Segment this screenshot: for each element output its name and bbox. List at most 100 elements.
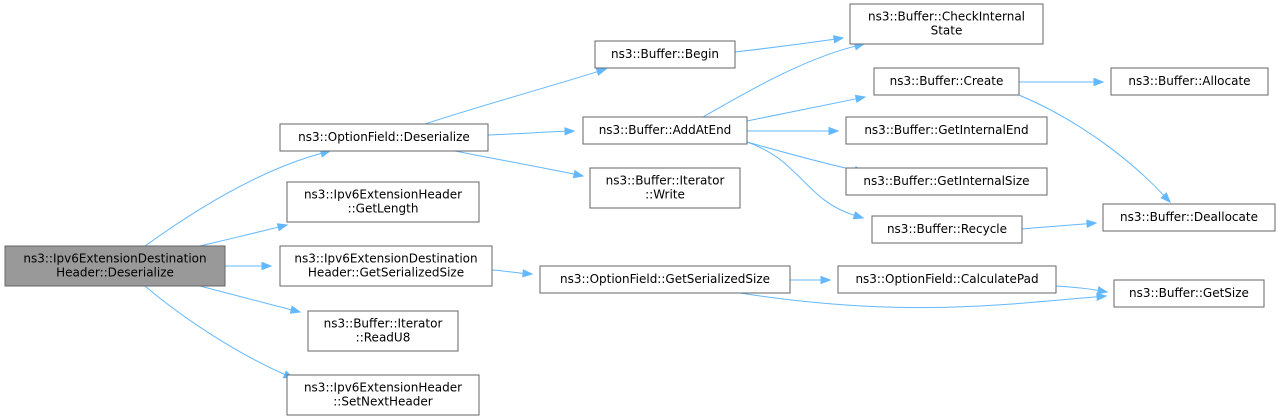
node-buf-dealloc[interactable]: ns3::Buffer::Deallocate bbox=[1102, 203, 1276, 232]
edge-arrowhead bbox=[522, 269, 534, 278]
edge-line bbox=[734, 38, 835, 53]
edge-arrowhead bbox=[1093, 77, 1105, 87]
node-buf-getintsize[interactable]: ns3::Buffer::GetInternalSize bbox=[845, 167, 1048, 196]
edge-of_getser-to-of_calcpad bbox=[790, 275, 832, 285]
node-label-line: ns3::Buffer::GetInternalEnd bbox=[864, 123, 1028, 137]
edge-arrowhead bbox=[595, 67, 608, 76]
node-label-line: ns3::OptionField::GetSerializedSize bbox=[560, 272, 770, 286]
node-root[interactable]: ns3::Ipv6ExtensionDestinationHeader::Des… bbox=[4, 245, 226, 287]
node-label-line: ::ReadU8 bbox=[356, 331, 411, 345]
node-buf-create[interactable]: ns3::Buffer::Create bbox=[873, 67, 1020, 96]
node-of-getser[interactable]: ns3::OptionField::GetSerializedSize bbox=[539, 265, 791, 294]
edge-arrowhead bbox=[828, 126, 840, 136]
node-buf-begin[interactable]: ns3::Buffer::Begin bbox=[594, 40, 736, 69]
node-of-calcpad[interactable]: ns3::OptionField::CalculatePad bbox=[837, 265, 1057, 294]
edge-line bbox=[746, 141, 855, 216]
node-label-line: ns3::Ipv6ExtensionDestination bbox=[294, 252, 477, 266]
node-label-line: ns3::Buffer::Create bbox=[890, 74, 1004, 88]
node-label-line: ns3::OptionField::CalculatePad bbox=[855, 272, 1038, 286]
edge-root-to-ipv6edh_getser bbox=[225, 261, 273, 271]
edge-buf_begin-to-buf_checkint bbox=[734, 35, 845, 53]
node-box bbox=[279, 245, 493, 287]
node-box bbox=[307, 310, 459, 352]
edge-line bbox=[144, 285, 285, 375]
node-ipv6eh-getlen[interactable]: ns3::Ipv6ExtensionHeader::GetLength bbox=[286, 181, 480, 223]
node-box bbox=[582, 116, 748, 145]
edge-line bbox=[739, 292, 1098, 309]
node-label-line: Header::GetSerializedSize bbox=[308, 266, 464, 280]
node-label-line: ns3::Buffer::Begin bbox=[611, 47, 719, 61]
node-buf-allocate[interactable]: ns3::Buffer::Allocate bbox=[1110, 67, 1269, 96]
node-buf-recycle[interactable]: ns3::Buffer::Recycle bbox=[871, 215, 1023, 244]
edge-root-to-bi_readu8 bbox=[199, 285, 302, 314]
node-ipv6edh-getser[interactable]: ns3::Ipv6ExtensionDestinationHeader::Get… bbox=[279, 245, 493, 287]
node-label-line: ns3::Buffer::Iterator bbox=[324, 317, 443, 331]
node-box bbox=[279, 123, 489, 152]
edge-arrowhead bbox=[852, 211, 865, 220]
node-box bbox=[4, 245, 226, 287]
node-buf-addatend[interactable]: ns3::Buffer::AddAtEnd bbox=[582, 116, 748, 145]
edge-ipv6edh_getser-to-of_getser bbox=[491, 269, 534, 278]
node-label-line: State bbox=[931, 24, 963, 38]
edge-line bbox=[424, 71, 598, 125]
node-bi-write[interactable]: ns3::Buffer::Iterator::Write bbox=[589, 167, 741, 209]
node-box bbox=[1102, 203, 1276, 232]
node-bi-readu8[interactable]: ns3::Buffer::Iterator::ReadU8 bbox=[307, 310, 459, 352]
edge-line bbox=[1021, 223, 1088, 230]
node-box bbox=[1110, 67, 1269, 96]
edge-buf_addatend-to-buf_recycle bbox=[746, 141, 865, 220]
node-label-line: ns3::OptionField::Deserialize bbox=[298, 130, 470, 144]
node-label-line: ns3::Buffer::GetSize bbox=[1129, 286, 1249, 300]
edge-line bbox=[487, 130, 566, 136]
edge-line bbox=[454, 150, 575, 175]
node-buf-getintend[interactable]: ns3::Buffer::GetInternalEnd bbox=[845, 116, 1048, 145]
edge-of_deser-to-bi_write bbox=[454, 150, 585, 179]
node-ipv6eh-setnext[interactable]: ns3::Ipv6ExtensionHeader::SetNextHeader bbox=[286, 374, 480, 416]
node-label-line: ns3::Buffer::GetInternalSize bbox=[863, 174, 1029, 188]
edge-buf_addatend-to-buf_getintend bbox=[747, 126, 840, 136]
edge-arrowhead bbox=[832, 35, 845, 44]
node-box bbox=[837, 265, 1057, 294]
node-label-line: ns3::Buffer::CheckInternal bbox=[868, 10, 1025, 24]
node-label-line: ns3::Buffer::Iterator bbox=[606, 174, 725, 188]
edge-line bbox=[199, 285, 292, 311]
node-label-line: ::GetLength bbox=[348, 202, 419, 216]
edge-arrowhead bbox=[1096, 292, 1108, 302]
node-box bbox=[589, 167, 741, 209]
node-box bbox=[845, 167, 1048, 196]
edge-arrowhead bbox=[564, 127, 576, 136]
node-of-deser[interactable]: ns3::OptionField::Deserialize bbox=[279, 123, 489, 152]
node-label-line: ::Write bbox=[645, 188, 685, 202]
edge-arrowhead bbox=[572, 169, 585, 179]
node-label-line: ns3::Buffer::Deallocate bbox=[1120, 210, 1258, 224]
node-label-line: ns3::Ipv6ExtensionHeader bbox=[304, 381, 462, 395]
edge-buf_create-to-buf_dealloc bbox=[1018, 94, 1171, 204]
edge-arrowhead bbox=[1096, 286, 1109, 295]
edge-arrowhead bbox=[1086, 219, 1098, 228]
node-box bbox=[1113, 279, 1265, 308]
edge-of_calcpad-to-buf_getsize bbox=[1055, 285, 1109, 295]
edge-root-to-ipv6eh_setnext bbox=[144, 285, 295, 379]
edge-root-to-ipv6eh_getlen bbox=[199, 223, 289, 247]
node-label-line: ns3::Ipv6ExtensionHeader bbox=[304, 188, 462, 202]
edge-arrowhead bbox=[289, 305, 302, 314]
edge-buf_recycle-to-buf_dealloc bbox=[1021, 219, 1098, 230]
edge-line bbox=[746, 141, 856, 171]
edge-line bbox=[1055, 285, 1099, 291]
edge-line bbox=[1018, 94, 1165, 196]
edge-of_getser-to-buf_getsize bbox=[739, 292, 1108, 309]
node-label-line: ns3::Buffer::AddAtEnd bbox=[599, 123, 732, 137]
edge-arrowhead bbox=[261, 261, 273, 271]
edge-buf_addatend-to-buf_create bbox=[746, 94, 867, 122]
node-buf-getsize[interactable]: ns3::Buffer::GetSize bbox=[1113, 279, 1265, 308]
edge-of_deser-to-buf_addatend bbox=[487, 127, 576, 136]
edge-line bbox=[199, 226, 279, 247]
node-box bbox=[873, 67, 1020, 96]
node-box bbox=[871, 215, 1023, 244]
edge-line bbox=[746, 98, 857, 122]
edge-line bbox=[491, 269, 524, 274]
node-label-line: ::SetNextHeader bbox=[333, 395, 433, 409]
node-box bbox=[286, 374, 480, 416]
edge-buf_create-to-buf_allocate bbox=[1019, 77, 1105, 87]
